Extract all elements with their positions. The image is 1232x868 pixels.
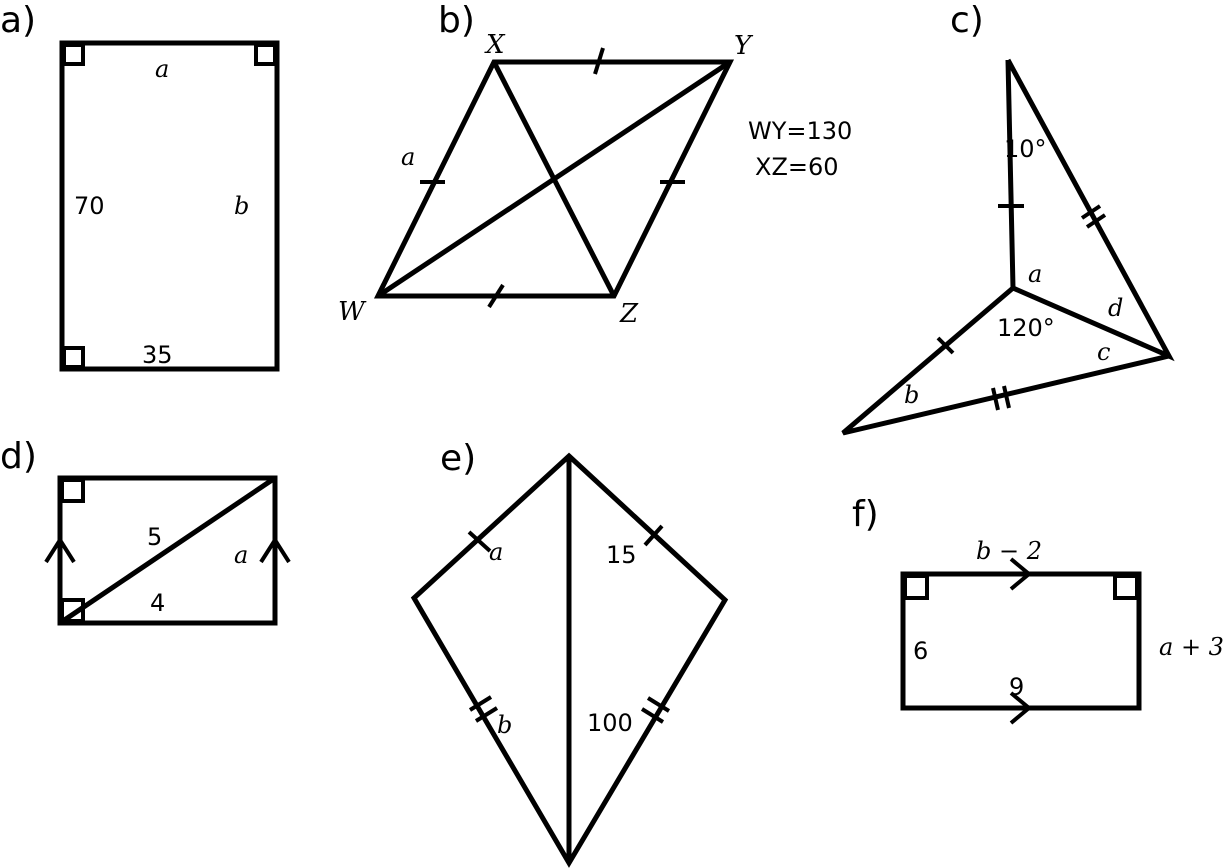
- tick-mark: [643, 524, 664, 547]
- panel-a-label: a): [0, 0, 36, 41]
- rectangle-a: [59, 40, 280, 372]
- tick-mark: [467, 530, 492, 553]
- angle-label-b: b: [904, 381, 919, 409]
- tick-mark: [936, 336, 955, 355]
- double-tick-mark: [468, 695, 493, 712]
- tick-mark: [593, 47, 605, 75]
- side-label-lower-right: 100: [587, 709, 633, 737]
- rectangle-f: [900, 571, 1142, 711]
- side-label-left: 6: [913, 637, 928, 665]
- side-label-left: 70: [74, 192, 105, 220]
- panel-d-label: d): [0, 436, 37, 477]
- right-angle-marker: [60, 598, 85, 623]
- side-label-diagonal: 5: [147, 523, 162, 551]
- vertex-w: W: [338, 297, 367, 327]
- parallel-arrow: [259, 536, 291, 564]
- side-label-top: b − 2: [976, 537, 1042, 565]
- rectangle-d: [57, 475, 278, 626]
- side-label-right: a: [234, 541, 248, 569]
- right-angle-marker: [60, 478, 85, 503]
- side-label-bottom: 9: [1009, 673, 1024, 701]
- right-angle-marker: [1113, 574, 1139, 600]
- diagonal-wy: [376, 59, 732, 299]
- panel-d: d) 5 4 a: [0, 436, 291, 626]
- side-label-upper-left: a: [489, 538, 503, 566]
- side-label-right: b: [234, 192, 249, 220]
- double-tick-mark: [646, 696, 671, 713]
- triangle-upper: [1005, 58, 1175, 362]
- side-label-right: a + 3: [1159, 633, 1224, 661]
- side-label-bottom: 4: [150, 589, 165, 617]
- right-angle-marker: [62, 43, 85, 66]
- tick-mark: [487, 283, 505, 309]
- parallel-arrow: [44, 536, 76, 564]
- panel-e: e) a 15 b 100: [410, 438, 729, 868]
- panel-c-label: c): [950, 0, 984, 41]
- parallel-arrow: [1009, 691, 1033, 725]
- panel-f-label: f): [852, 494, 879, 535]
- panel-c: c) 10° a 120° d c b: [841, 0, 1175, 436]
- panel-b: b) X Y W Z a WY=130 XZ=60: [338, 0, 852, 329]
- double-tick-mark: [1002, 385, 1011, 409]
- triangle-lower: [841, 286, 1170, 436]
- right-angle-marker: [254, 43, 277, 66]
- given-xz: XZ=60: [755, 153, 839, 181]
- double-tick-mark: [1080, 204, 1102, 220]
- right-angle-marker: [903, 574, 929, 600]
- side-label-bottom: 35: [142, 341, 173, 369]
- panel-b-label: b): [438, 0, 475, 41]
- right-angle-marker: [62, 346, 85, 369]
- angle-label-a: a: [1028, 260, 1042, 288]
- vertex-z: Z: [619, 299, 639, 329]
- angle-label-d: d: [1108, 294, 1123, 322]
- side-label-top: a: [155, 55, 169, 83]
- panel-a: a) a 70 b 35: [0, 0, 280, 372]
- side-label-lower-left: b: [497, 711, 512, 739]
- panel-f: f) b − 2 6 9 a + 3: [852, 494, 1224, 725]
- angle-label-top: 10°: [1004, 135, 1047, 163]
- double-tick-mark: [640, 707, 665, 724]
- angle-label-c: c: [1097, 338, 1110, 366]
- vertex-x: X: [484, 30, 506, 60]
- vertex-y: Y: [734, 31, 754, 61]
- double-tick-mark: [1085, 213, 1107, 229]
- panel-e-label: e): [440, 438, 476, 479]
- diagonal: [58, 475, 277, 626]
- given-wy: WY=130: [748, 117, 852, 145]
- angle-label-center: 120°: [997, 314, 1055, 342]
- double-tick-mark: [991, 387, 1000, 411]
- side-label-upper-right: 15: [606, 541, 637, 569]
- parallel-arrow: [1009, 557, 1033, 591]
- double-tick-mark: [474, 706, 499, 723]
- side-label-xw: a: [401, 143, 415, 171]
